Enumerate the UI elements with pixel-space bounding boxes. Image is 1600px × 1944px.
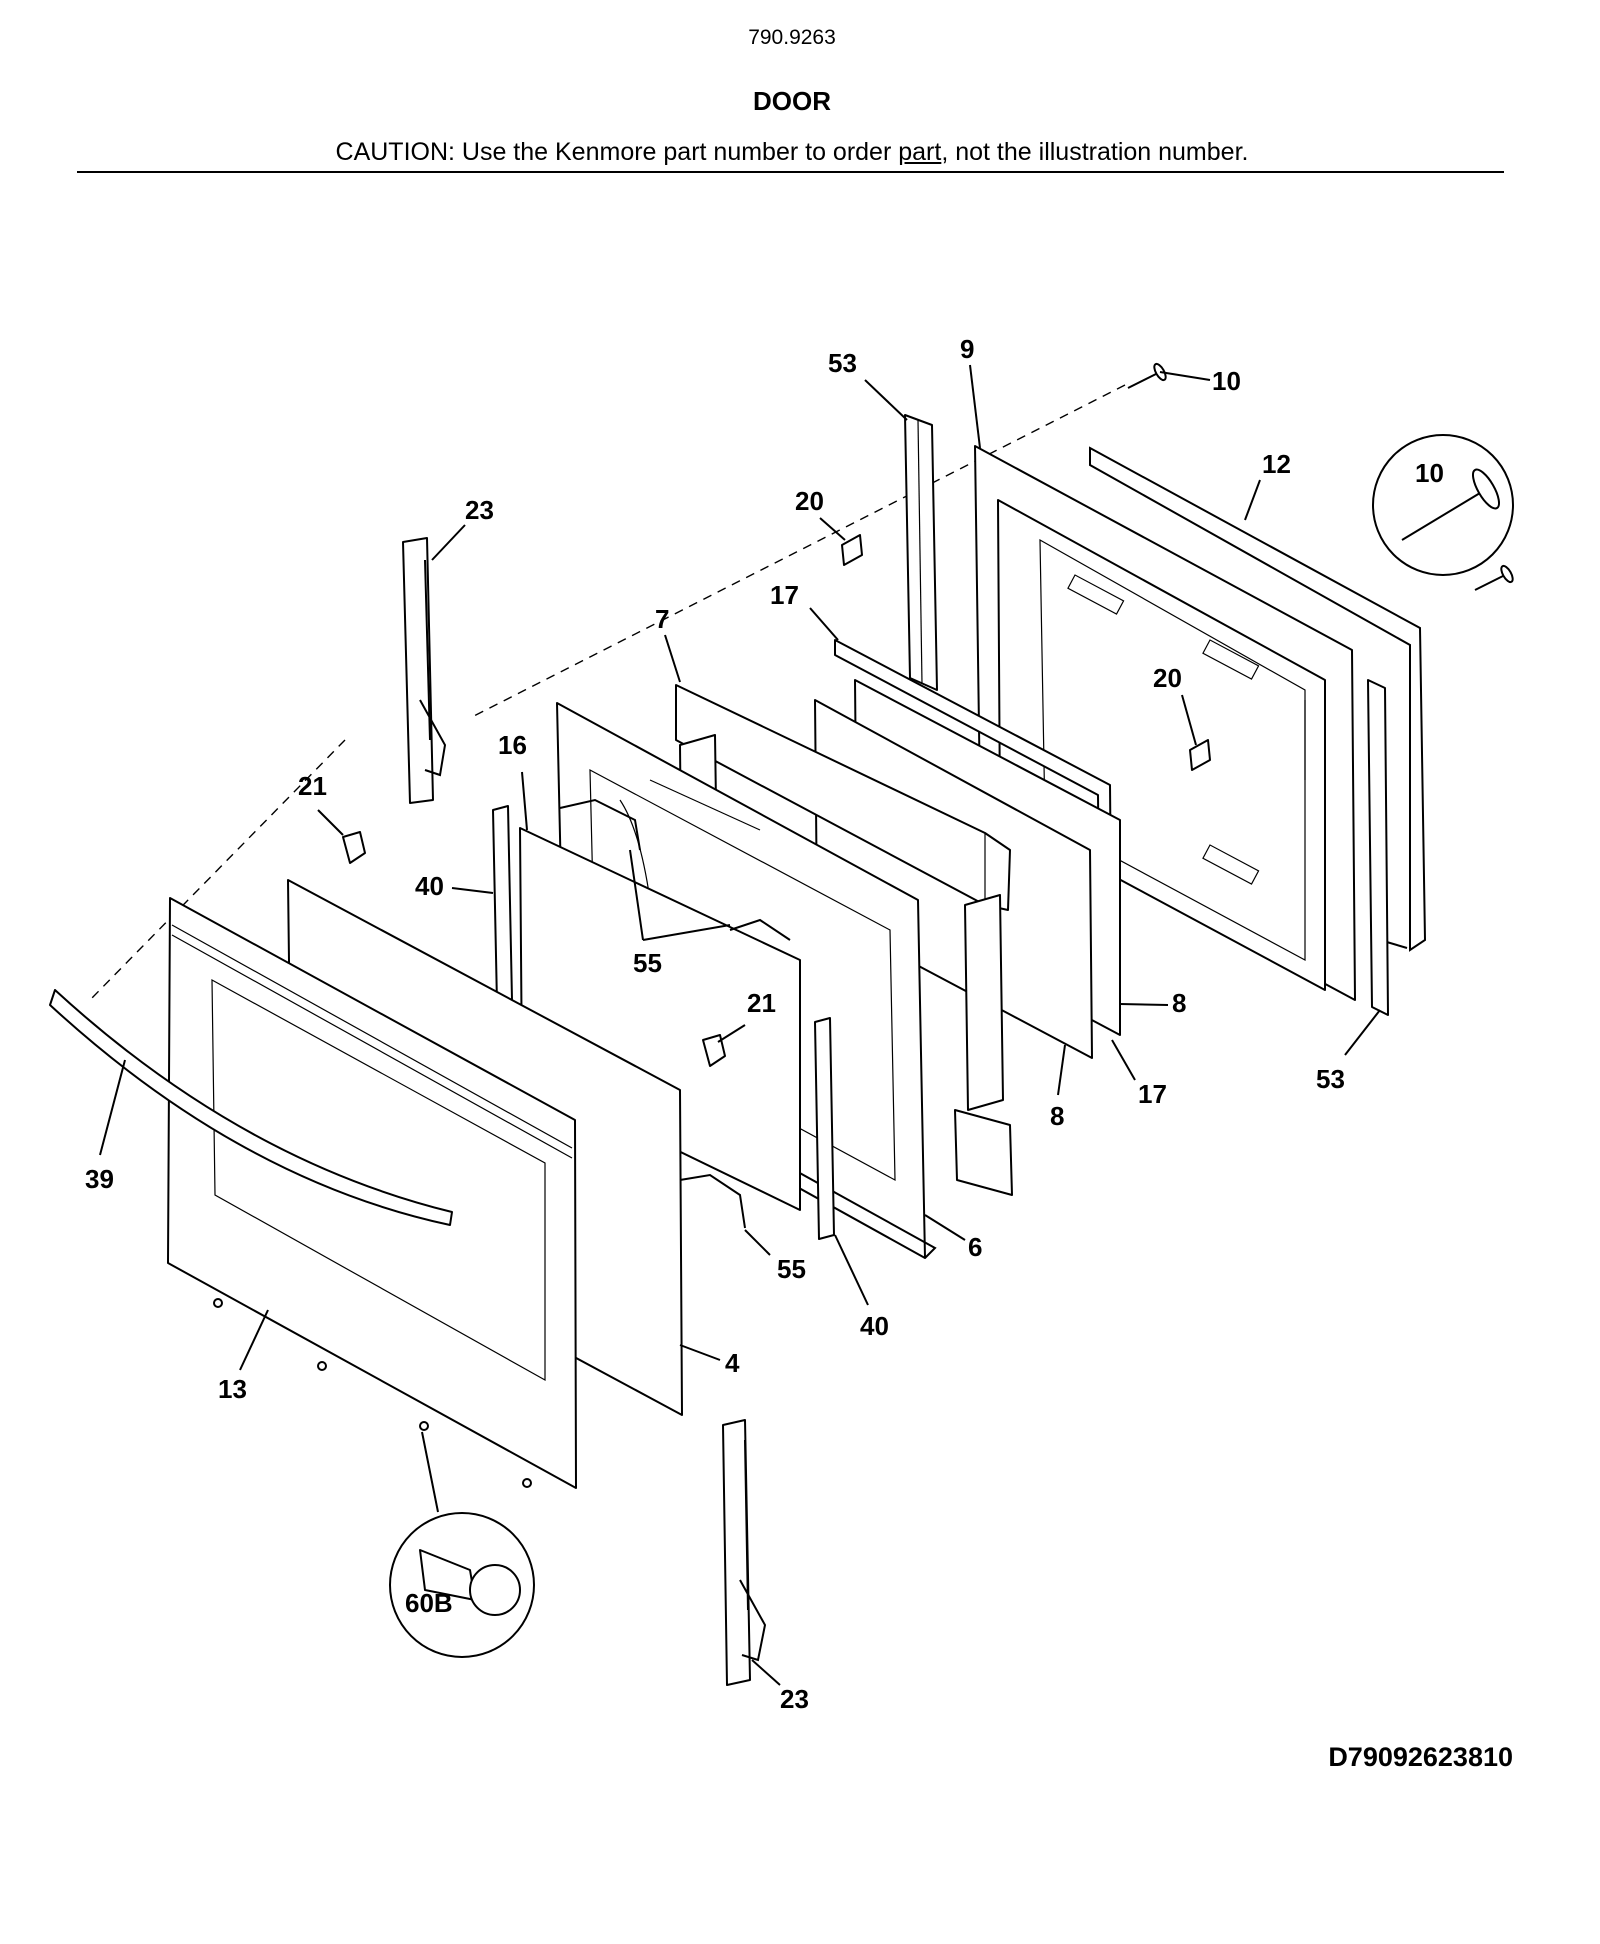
- glass-bracket-lower: [679, 1173, 746, 1229]
- callout-7: 7: [655, 604, 669, 634]
- screw-side: [1474, 564, 1514, 591]
- page-title: DOOR: [753, 86, 831, 116]
- callout-12: 12: [1262, 449, 1291, 479]
- callout-21-top: 21: [298, 771, 327, 801]
- model-number: 790.9263: [748, 26, 836, 49]
- callout-17-bottom: 17: [1138, 1079, 1167, 1109]
- caution-text-end: , not the illustration number.: [941, 138, 1249, 166]
- callout-20-middle: 20: [1153, 663, 1182, 693]
- callout-40-left: 40: [415, 871, 444, 901]
- callout-21-bottom: 21: [747, 988, 776, 1018]
- insulation-right: [964, 894, 1004, 1111]
- callout-labels: 53 9 10 10 12 23 20 17 7 20 21 16 40 55 …: [85, 334, 1444, 1714]
- screw-top: [1127, 362, 1167, 389]
- callout-8-lower: 8: [1050, 1101, 1064, 1131]
- callout-9: 9: [960, 334, 974, 364]
- callout-20-top: 20: [795, 486, 824, 516]
- clip-top: [841, 534, 863, 566]
- glass-bracket-upper: [559, 798, 791, 941]
- document-id: D79092623810: [1328, 1742, 1513, 1772]
- header-rule: [77, 171, 1504, 173]
- spacer-top: [342, 831, 366, 864]
- callout-4: 4: [725, 1348, 740, 1378]
- hinge-bottom: [722, 1419, 767, 1686]
- callout-10: 10: [1212, 366, 1241, 396]
- leader-lines: [99, 364, 1381, 1686]
- retainer-strip-top: [904, 414, 938, 691]
- callout-8-right: 8: [1172, 988, 1186, 1018]
- callout-23-top: 23: [465, 495, 494, 525]
- callout-53-top: 53: [828, 348, 857, 378]
- hinge-top: [402, 537, 447, 804]
- insulation-bottom: [954, 1109, 1013, 1196]
- callout-53-bottom: 53: [1316, 1064, 1345, 1094]
- callout-16: 16: [498, 730, 527, 760]
- inner-glass: [519, 827, 801, 1211]
- screw-detail-circle: [1372, 434, 1514, 576]
- callout-40-right: 40: [860, 1311, 889, 1341]
- callout-10-detail: 10: [1415, 458, 1444, 488]
- side-bracket-right: [814, 1017, 835, 1240]
- callout-60b: 60B: [405, 1588, 453, 1618]
- caution-note: CAUTION: Use the Kenmore part number to …: [0, 138, 1584, 167]
- clip-middle: [1189, 739, 1211, 771]
- inner-door-liner: [974, 445, 1356, 1001]
- callout-17-top: 17: [770, 580, 799, 610]
- callout-6: 6: [968, 1232, 982, 1262]
- insulation-top: [675, 684, 1011, 911]
- callout-39: 39: [85, 1164, 114, 1194]
- callout-55-upper: 55: [633, 948, 662, 978]
- panel-screws: [213, 1298, 532, 1488]
- callout-23-bottom: 23: [780, 1684, 809, 1714]
- side-bracket-left: [492, 805, 513, 1005]
- screw-detail-60b: [389, 1512, 535, 1658]
- callout-13: 13: [218, 1374, 247, 1404]
- caution-part-link[interactable]: part: [898, 138, 942, 166]
- door-handle: [49, 989, 453, 1226]
- spacer-bottom: [702, 1034, 726, 1067]
- caution-text: CAUTION: Use the Kenmore part number to …: [335, 138, 899, 166]
- retainer-strip-bottom: [1367, 679, 1389, 1016]
- callout-55-lower: 55: [777, 1254, 806, 1284]
